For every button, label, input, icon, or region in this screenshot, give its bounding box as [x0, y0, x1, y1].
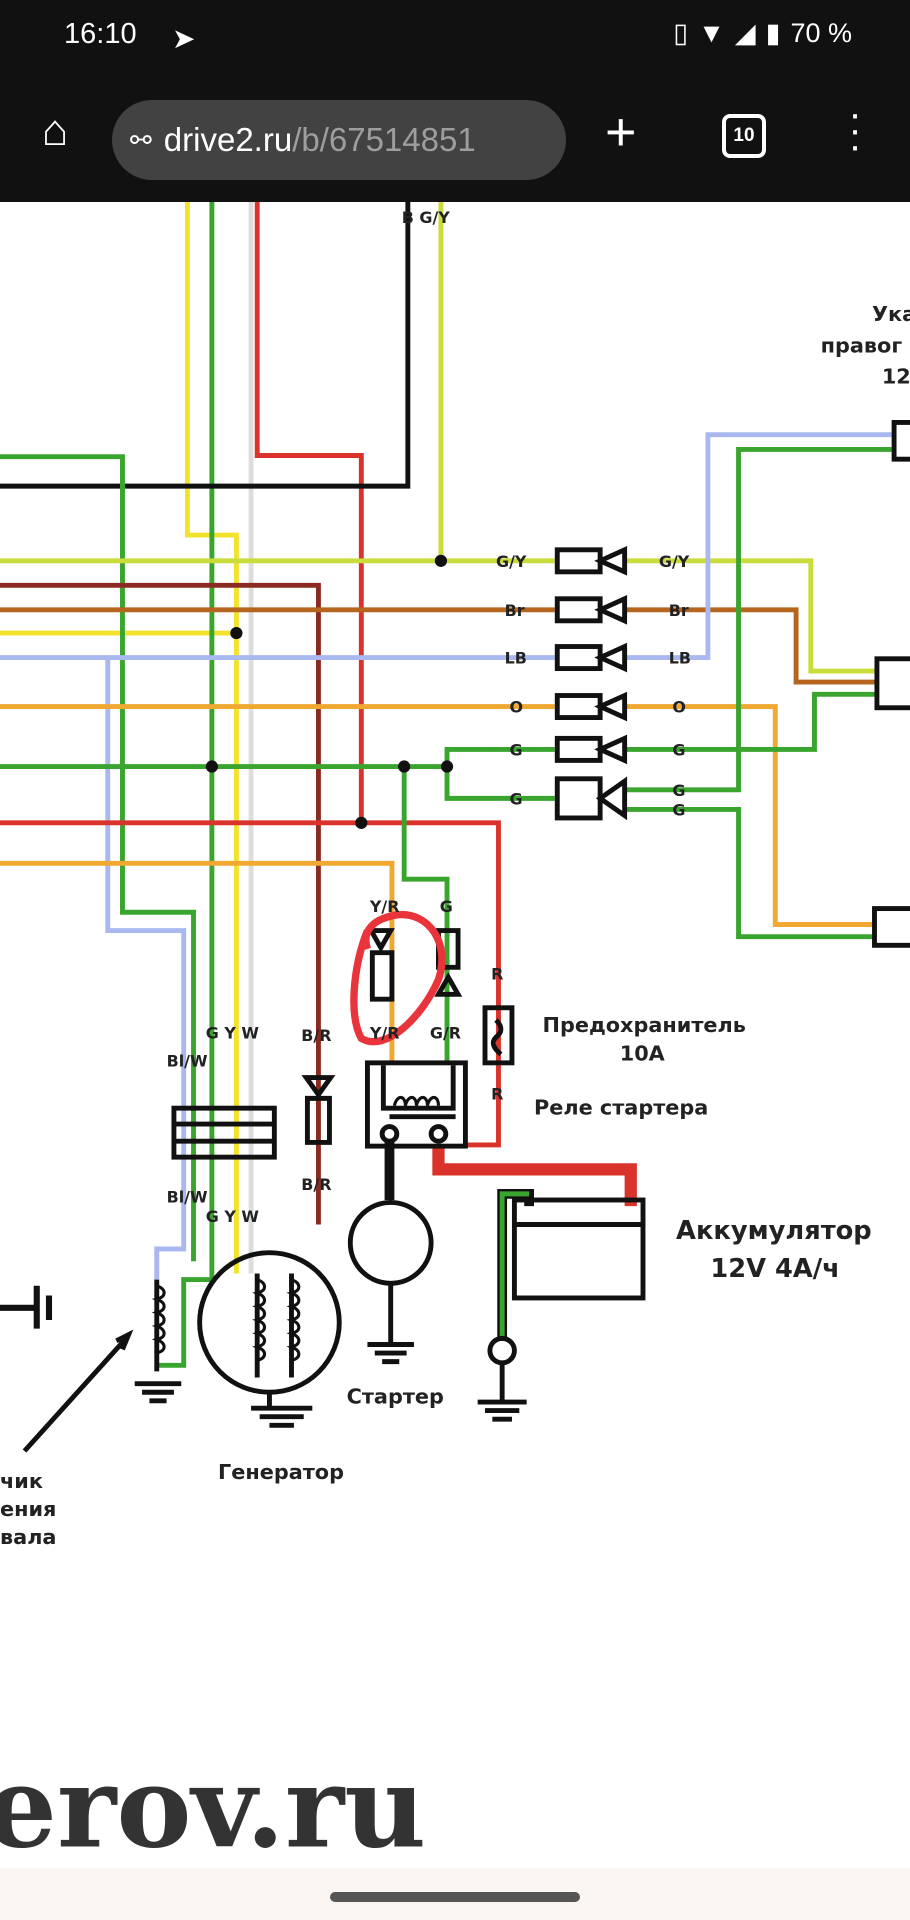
starter-ground-icon: [367, 1283, 414, 1365]
svg-text:O: O: [672, 698, 686, 717]
battery-label: Аккумулятор: [676, 1216, 872, 1246]
gr-relay-label: G/R: [430, 1023, 461, 1042]
wire-red-top: [254, 202, 364, 823]
indicator-label-1: Ука: [872, 302, 910, 326]
starter-relay: [364, 1060, 468, 1149]
tab-switcher-icon[interactable]: 10: [722, 114, 766, 158]
svg-text:G: G: [672, 801, 685, 820]
wire-green-g2: [444, 446, 892, 940]
blw-label-bottom: Bl/W: [167, 1187, 208, 1206]
vibrate-icon: ▯: [673, 18, 689, 48]
fuse: [482, 1005, 515, 1066]
yr-label-bottom: Y/R: [369, 1023, 400, 1042]
svg-text:G/Y: G/Y: [659, 552, 690, 571]
more-menu-icon[interactable]: ···: [848, 92, 862, 168]
wire-green-g1: [0, 691, 876, 769]
indicator-label-3: 12: [882, 364, 910, 388]
relay-internals: [380, 1065, 456, 1120]
wire-green-main: [156, 202, 215, 1368]
svg-text:LB: LB: [669, 649, 691, 668]
capacitor-icon: [0, 1285, 53, 1329]
svg-text:G: G: [672, 741, 685, 760]
url-path: /b/67514851: [292, 121, 476, 158]
yr-connector: [366, 928, 395, 1002]
battery-ground-icon: [477, 1362, 527, 1422]
url-domain: drive2.ru: [163, 121, 293, 158]
wire-black: [0, 202, 411, 489]
yr-label-top: Y/R: [369, 897, 400, 916]
svg-text:Br: Br: [669, 601, 689, 620]
site-settings-icon[interactable]: ⚯: [130, 124, 152, 155]
wire-lb: [0, 432, 892, 1280]
battery-cable-red: [432, 1144, 637, 1207]
watermark: erov.ru: [0, 1741, 426, 1874]
browser-toolbar: ⌂ ⚯ drive2.ru/b/67514851 + 10 ···: [0, 78, 910, 202]
wire-green-relay: [401, 766, 450, 1063]
home-gesture-handle[interactable]: [330, 1892, 580, 1902]
fuse-element: [490, 1018, 504, 1057]
address-bar[interactable]: ⚯ drive2.ru/b/67514851: [112, 100, 566, 180]
svg-text:O: O: [510, 698, 524, 717]
generator-ground-icon: [251, 1273, 313, 1428]
gyw-label-bottom: G Y W: [206, 1207, 260, 1226]
generator: [197, 1250, 342, 1395]
blw-label-top: Bl/W: [167, 1052, 208, 1071]
indicator-label-2: правог: [821, 334, 903, 358]
url-text[interactable]: drive2.ru/b/67514851: [164, 121, 476, 159]
starter-label: Стартер: [347, 1384, 444, 1408]
connector-labels-right: G/Y Br LB O G G G: [659, 552, 691, 820]
sensor-label-2: ения: [0, 1497, 56, 1521]
ground-cable-green: [499, 1191, 530, 1341]
top-partial-label: B G/Y: [402, 208, 451, 227]
sensor-label-3: вала: [0, 1525, 56, 1549]
sensor-label-1: чик: [0, 1469, 43, 1493]
fuse-label: Предохранитель: [543, 1013, 746, 1037]
wire-green-left: [0, 454, 196, 1262]
br-label-bottom: B/R: [301, 1175, 331, 1194]
gesture-nav-bar: [0, 1868, 910, 1920]
generator-label: Генератор: [218, 1460, 344, 1484]
wire-red: [0, 820, 501, 1148]
r-label-top: R: [491, 965, 503, 984]
hand-drawn-red-circle: [350, 911, 446, 1046]
gyw-label-top: G Y W: [206, 1023, 260, 1042]
r-label-bottom: R: [491, 1085, 503, 1104]
new-tab-plus-icon[interactable]: +: [605, 102, 637, 162]
svg-text:G: G: [672, 781, 685, 800]
svg-text:G: G: [510, 789, 523, 808]
svg-text:LB: LB: [505, 649, 527, 668]
connector-labels-left: G/Y Br LB O G G: [496, 552, 527, 809]
svg-text:G/Y: G/Y: [496, 552, 527, 571]
status-bar: 16:10 ➤ ▯ ▼ ◢ ▮ 70 %: [0, 0, 910, 78]
g-relay-label: G: [440, 897, 453, 916]
signal-icon: ◢: [734, 18, 756, 48]
battery-percent: 70 %: [790, 18, 852, 48]
svg-text:G: G: [510, 741, 523, 760]
blw-connector: [171, 1105, 277, 1160]
sensor-arrow: [22, 1329, 134, 1453]
svg-text:Br: Br: [505, 601, 525, 620]
battery-icon: ▮: [765, 18, 781, 48]
wire-gy: [0, 558, 876, 674]
relay-label: Реле стартера: [534, 1095, 708, 1119]
wire-orange: [0, 704, 874, 927]
telegram-send-icon: ➤: [172, 23, 196, 54]
battery: [511, 1197, 646, 1301]
starter-motor: [347, 1200, 434, 1286]
home-icon[interactable]: ⌂: [41, 106, 69, 155]
wire-bR: [0, 582, 321, 1225]
br-connector: [301, 1075, 336, 1145]
wifi-icon: ▼: [698, 18, 725, 48]
junction-dots: [205, 554, 454, 829]
wire-br: [0, 607, 876, 685]
battery-spec: 12V 4А/ч: [710, 1254, 839, 1284]
coils: [151, 1095, 440, 1362]
inline-connectors: [554, 546, 628, 821]
end-connectors: [872, 420, 910, 948]
clock: 16:10: [64, 18, 137, 50]
br-label-top: B/R: [301, 1026, 331, 1045]
fuse-rating: 10A: [620, 1041, 665, 1065]
